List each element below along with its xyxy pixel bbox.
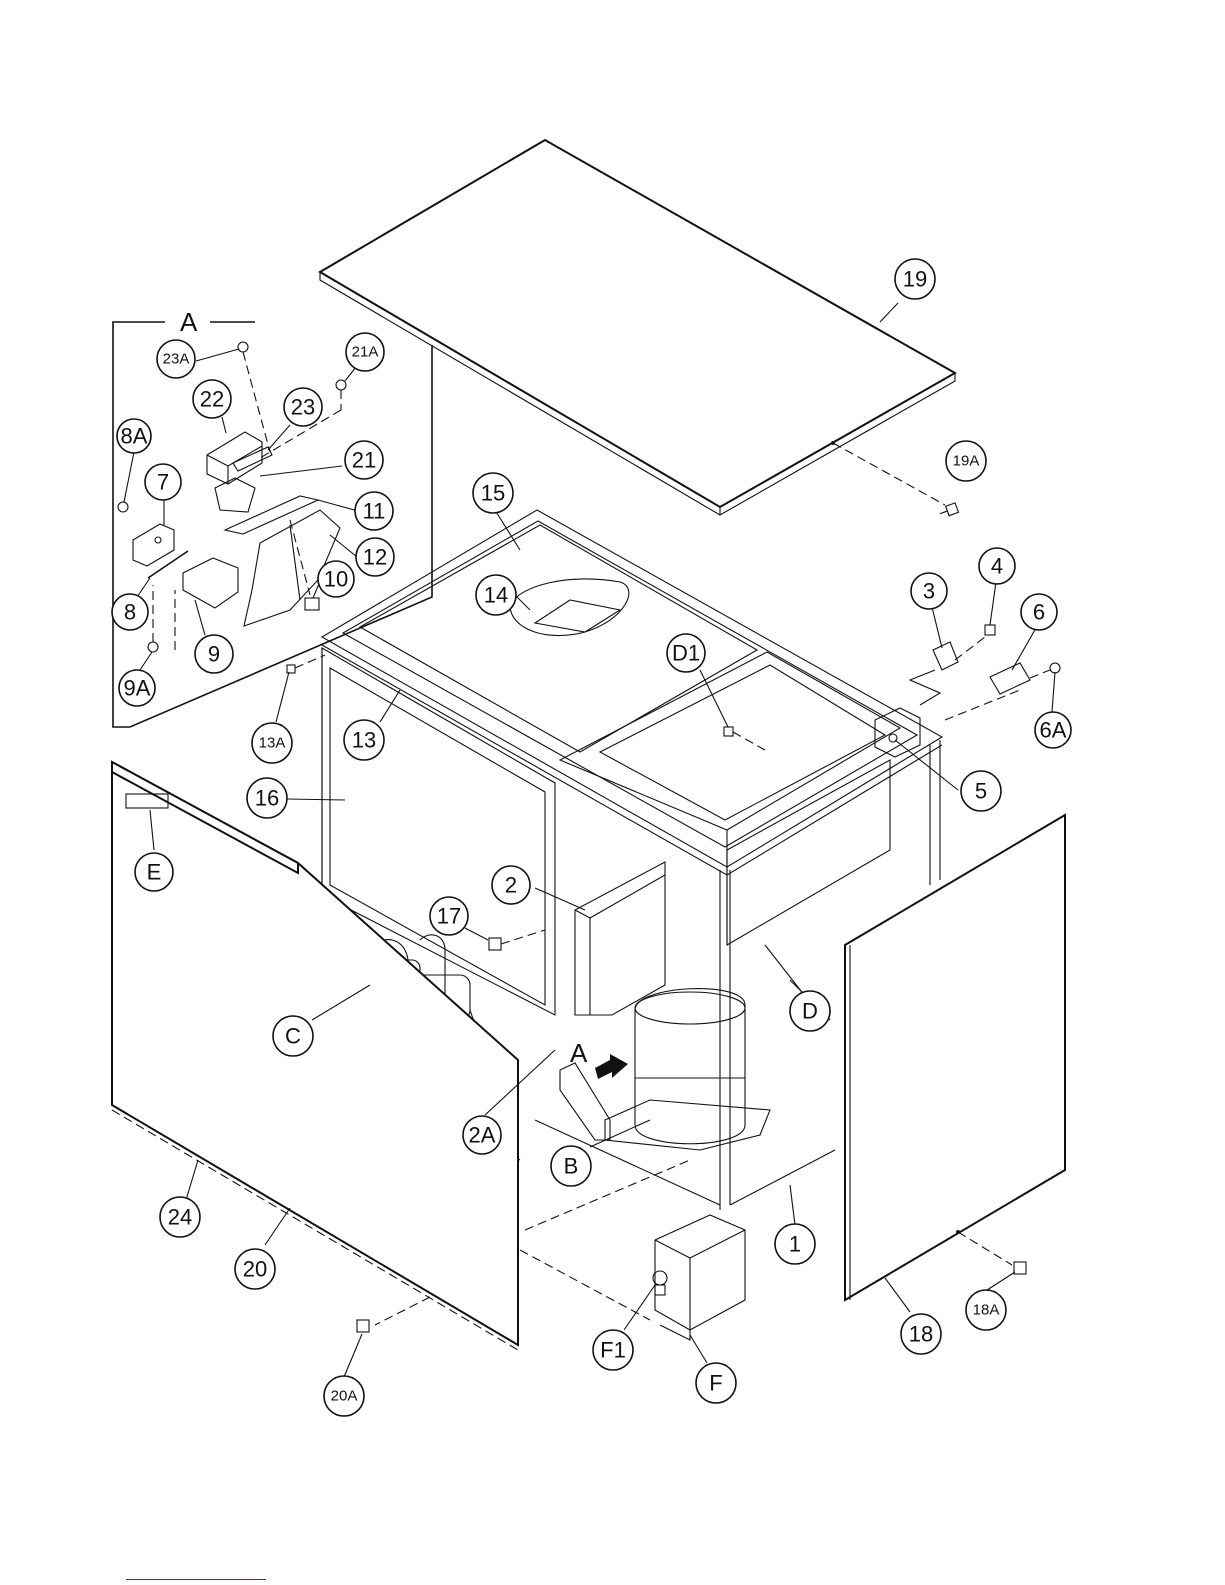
callout-22: 22 — [193, 380, 231, 418]
callout-23a: 23A — [157, 340, 195, 378]
right-side-panel — [845, 815, 1065, 1300]
callout-label: 10 — [324, 567, 348, 592]
view-arrow-label: A — [570, 1038, 588, 1068]
callout-f1: F1 — [593, 1330, 633, 1370]
callout-2: 2 — [492, 866, 530, 904]
callout-label: D1 — [672, 641, 700, 666]
link-underline — [126, 1579, 266, 1580]
left-side-panel — [112, 762, 518, 1350]
callout-12: 12 — [356, 538, 394, 576]
callout-13: 13 — [344, 720, 384, 760]
callout-label: 15 — [481, 481, 505, 506]
callout-label: 6A — [1040, 718, 1067, 743]
callout-label: 3 — [923, 579, 935, 604]
callout-label: 4 — [991, 554, 1003, 579]
callout-label: 8A — [121, 424, 148, 449]
callout-20: 20 — [235, 1249, 275, 1289]
callout-label: 9A — [124, 676, 151, 701]
callout-6a: 6A — [1035, 712, 1071, 748]
callout-label: 13A — [259, 735, 286, 752]
callout-label: 11 — [363, 499, 386, 524]
callout-d1: D1 — [667, 634, 705, 672]
callout-label: 20 — [243, 1257, 267, 1282]
callout-19: 19 — [895, 259, 935, 299]
callout-label: 21A — [352, 344, 379, 361]
callout-20a: 20A — [324, 1376, 364, 1416]
callout-21: 21 — [345, 441, 383, 479]
callout-9: 9 — [195, 635, 233, 673]
callout-label: F — [709, 1371, 722, 1396]
callout-label: 14 — [484, 583, 508, 608]
callout-19a: 19A — [946, 441, 986, 481]
callout-15: 15 — [473, 473, 513, 513]
callout-24: 24 — [160, 1197, 200, 1237]
callout-1: 1 — [775, 1224, 815, 1264]
callout-label: 17 — [437, 904, 461, 929]
callout-10: 10 — [318, 561, 354, 597]
callout-label: B — [564, 1154, 579, 1179]
callout-c: C — [273, 1016, 313, 1056]
callout-label: 22 — [200, 387, 224, 412]
callout-7: 7 — [145, 464, 181, 500]
callout-d: D — [790, 991, 830, 1031]
callout-23: 23 — [284, 388, 322, 426]
callout-18: 18 — [901, 1314, 941, 1354]
detail-box-label: A — [180, 307, 198, 337]
callout-label: 6 — [1033, 600, 1045, 625]
callout-label: 7 — [157, 470, 169, 495]
callout-label: 20A — [331, 1388, 358, 1405]
callout-label: 16 — [255, 786, 279, 811]
callout-label: C — [285, 1024, 301, 1049]
callout-16: 16 — [247, 778, 287, 818]
callout-14: 14 — [476, 575, 516, 615]
callout-8: 8 — [112, 594, 148, 630]
callout-label: 19A — [953, 453, 980, 470]
callout-6: 6 — [1021, 594, 1057, 630]
callout-21a: 21A — [346, 333, 384, 371]
callout-4: 4 — [979, 548, 1015, 584]
callout-e: E — [135, 853, 173, 891]
callout-f: F — [696, 1363, 736, 1403]
callout-label: 18A — [973, 1302, 1000, 1319]
callout-label: 2 — [505, 873, 517, 898]
callout-5: 5 — [961, 771, 1001, 811]
callout-label: 18 — [909, 1322, 933, 1347]
callout-3: 3 — [911, 573, 947, 609]
callout-label: D — [802, 999, 818, 1024]
callout-label: 2A — [469, 1123, 496, 1148]
callout-18a: 18A — [966, 1290, 1006, 1330]
callout-label: 13 — [352, 728, 376, 753]
callout-13a: 13A — [252, 723, 292, 763]
callout-label: 12 — [363, 545, 387, 570]
callout-17: 17 — [430, 897, 468, 935]
callout-label: 9 — [208, 642, 220, 667]
callout-label: E — [147, 860, 162, 885]
callout-label: 24 — [168, 1205, 192, 1230]
callout-label: 21 — [352, 448, 376, 473]
callout-2a: 2A — [463, 1116, 501, 1154]
callout-label: 23A — [163, 351, 190, 368]
callout-b: B — [551, 1146, 591, 1186]
top-panel — [320, 140, 958, 518]
callout-label: 23 — [291, 395, 315, 420]
callout-label: 5 — [975, 779, 987, 804]
callout-9a: 9A — [119, 670, 155, 706]
callout-label: F1 — [600, 1338, 626, 1363]
callout-label: 8 — [124, 600, 136, 625]
callout-label: 19 — [903, 267, 927, 292]
callout-8a: 8A — [117, 419, 151, 453]
callout-label: 1 — [789, 1232, 801, 1257]
callout-11: 11 — [355, 492, 393, 530]
